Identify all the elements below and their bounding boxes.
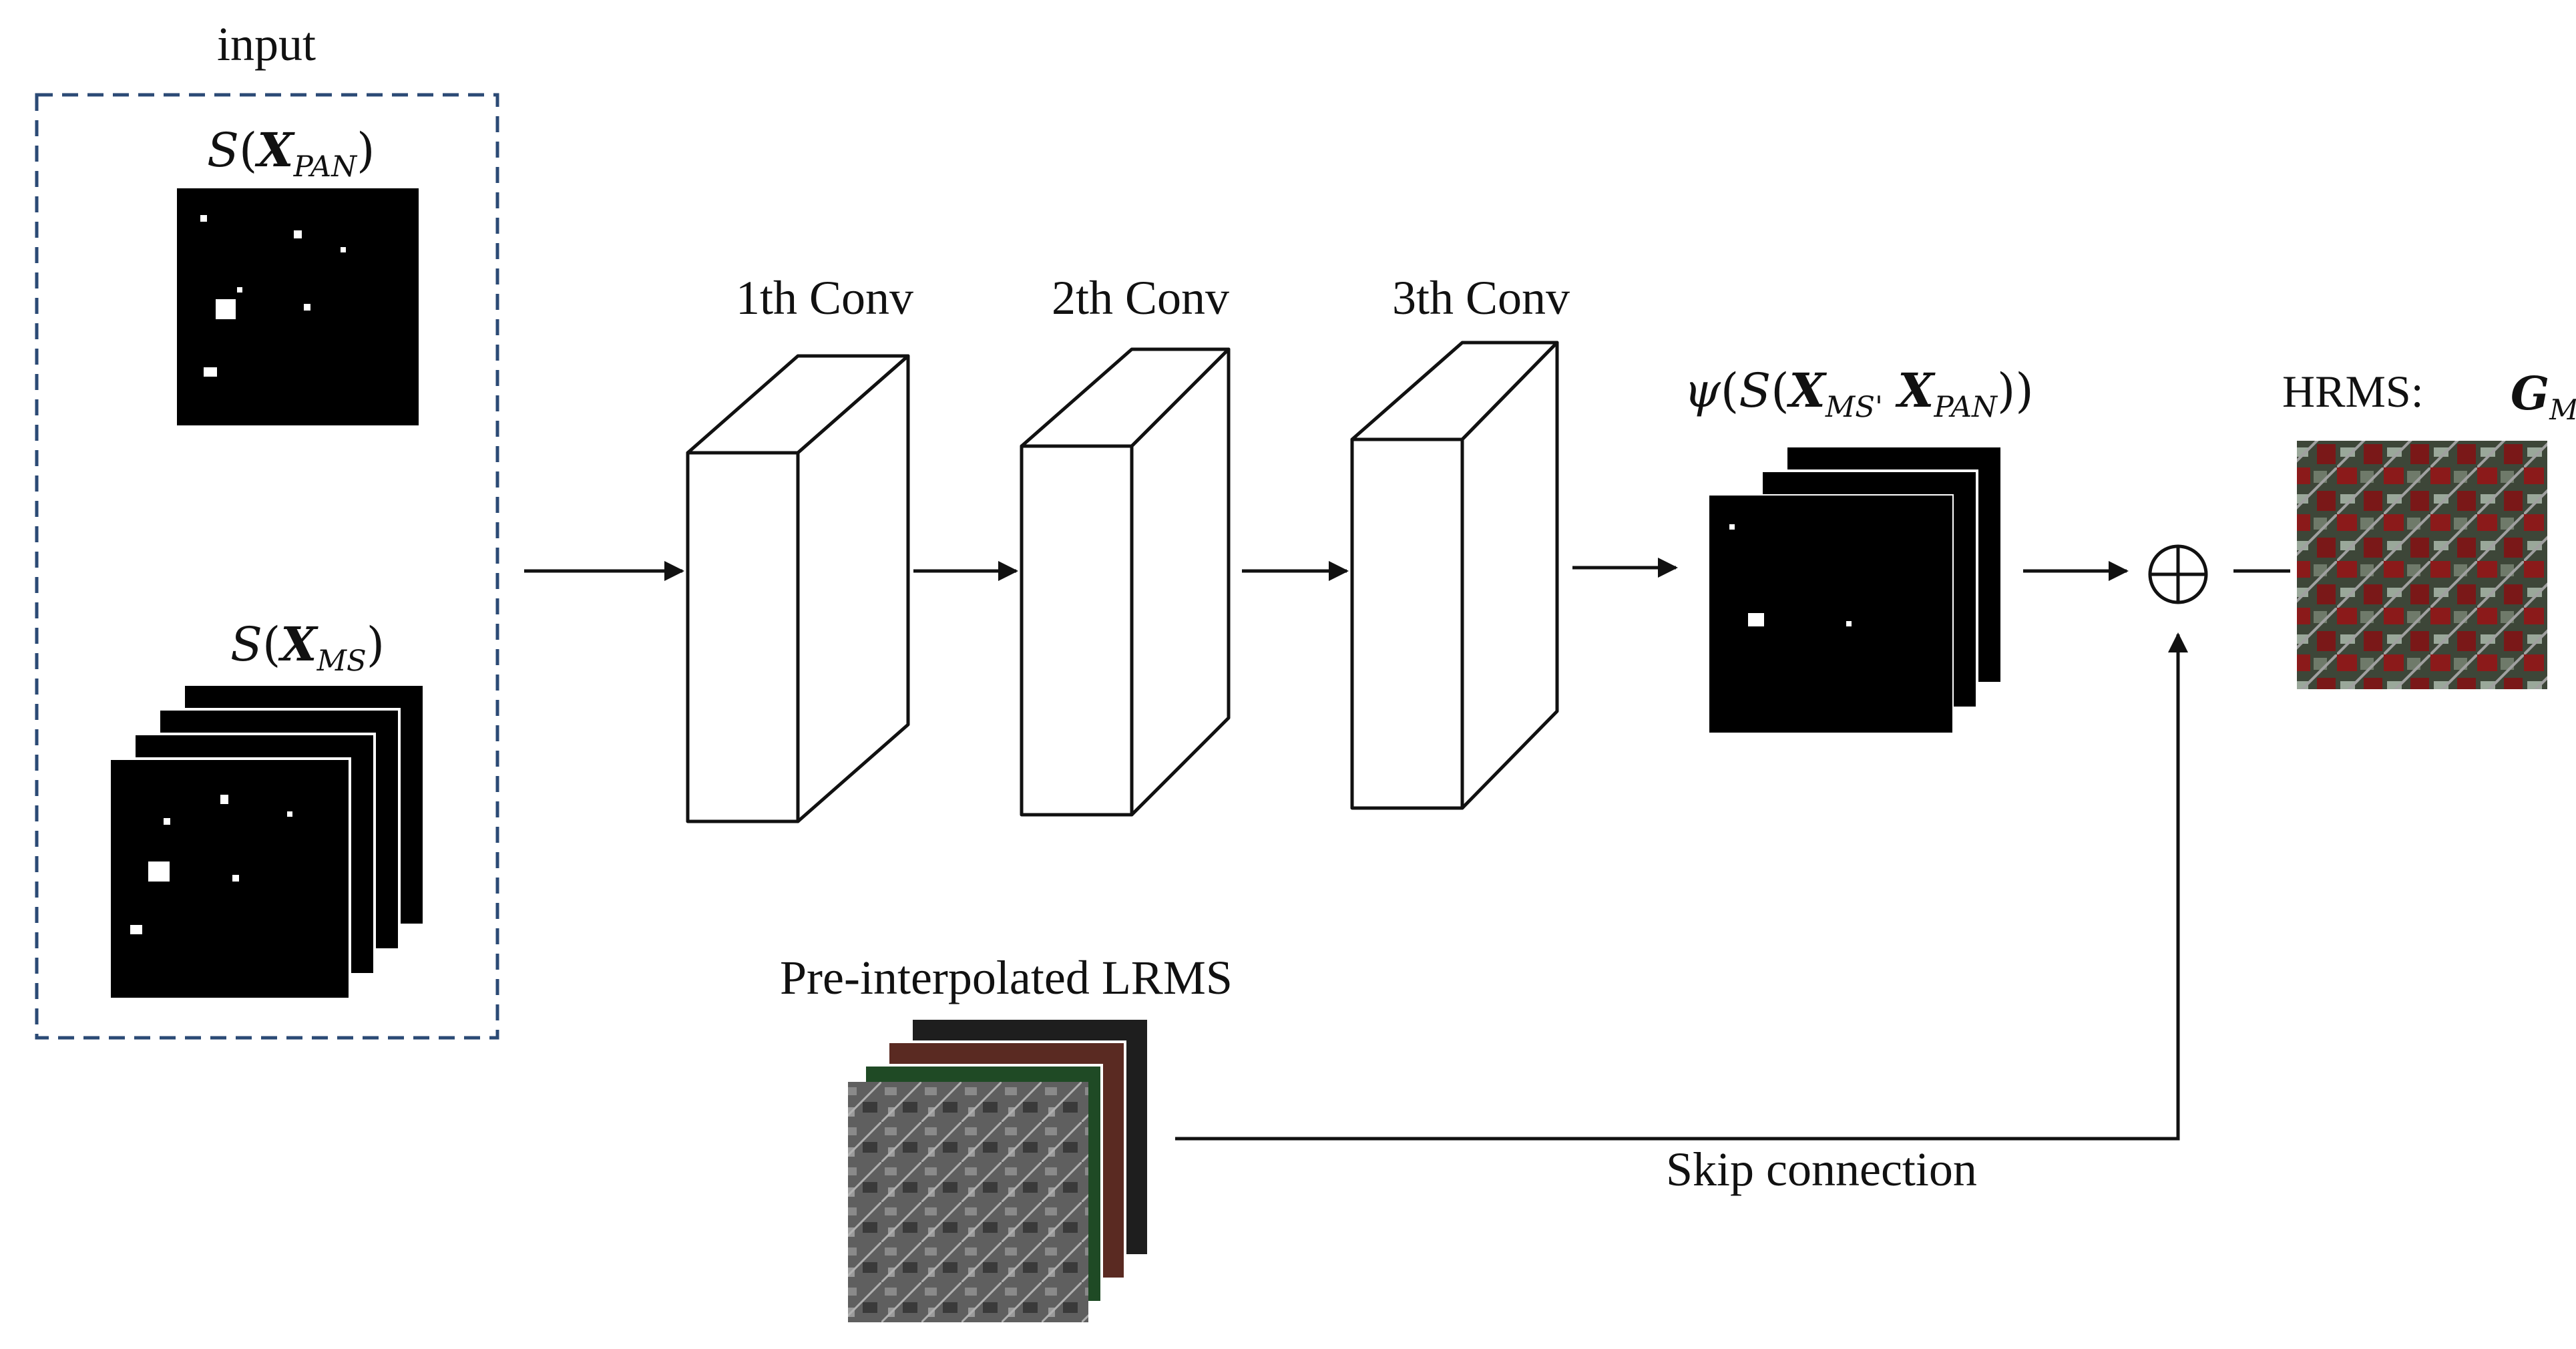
lrms-stack — [848, 1017, 1150, 1322]
flow-arrows — [524, 558, 2290, 1141]
hrms-image — [2297, 441, 2547, 689]
conv-block-2 — [1020, 347, 1231, 817]
feature-formula: ψ(S(XMS' XPAN)) — [1684, 363, 2034, 425]
pan-image — [177, 188, 419, 425]
feature-map-stack — [1709, 445, 2003, 734]
input-label: input — [217, 17, 316, 71]
skip-connection-label: Skip connection — [1666, 1143, 1977, 1196]
ms-formula: S(XMS) — [230, 616, 385, 679]
hrms-label: HRMS: — [2282, 366, 2424, 417]
input-box — [35, 93, 499, 1040]
conv3-label: 3th Conv — [1392, 271, 1570, 325]
conv-block-3 — [1350, 341, 1559, 810]
hrms-formula: GMS — [2511, 367, 2576, 426]
conv-block-1 — [686, 354, 910, 823]
conv2-label: 2th Conv — [1052, 271, 1230, 325]
lrms-label: Pre-interpolated LRMS — [780, 951, 1233, 1004]
ms-stack — [108, 683, 425, 1000]
circled-plus-icon — [2148, 544, 2208, 604]
conv1-label: 1th Conv — [736, 271, 914, 325]
pan-formula: S(XPAN) — [207, 122, 375, 184]
